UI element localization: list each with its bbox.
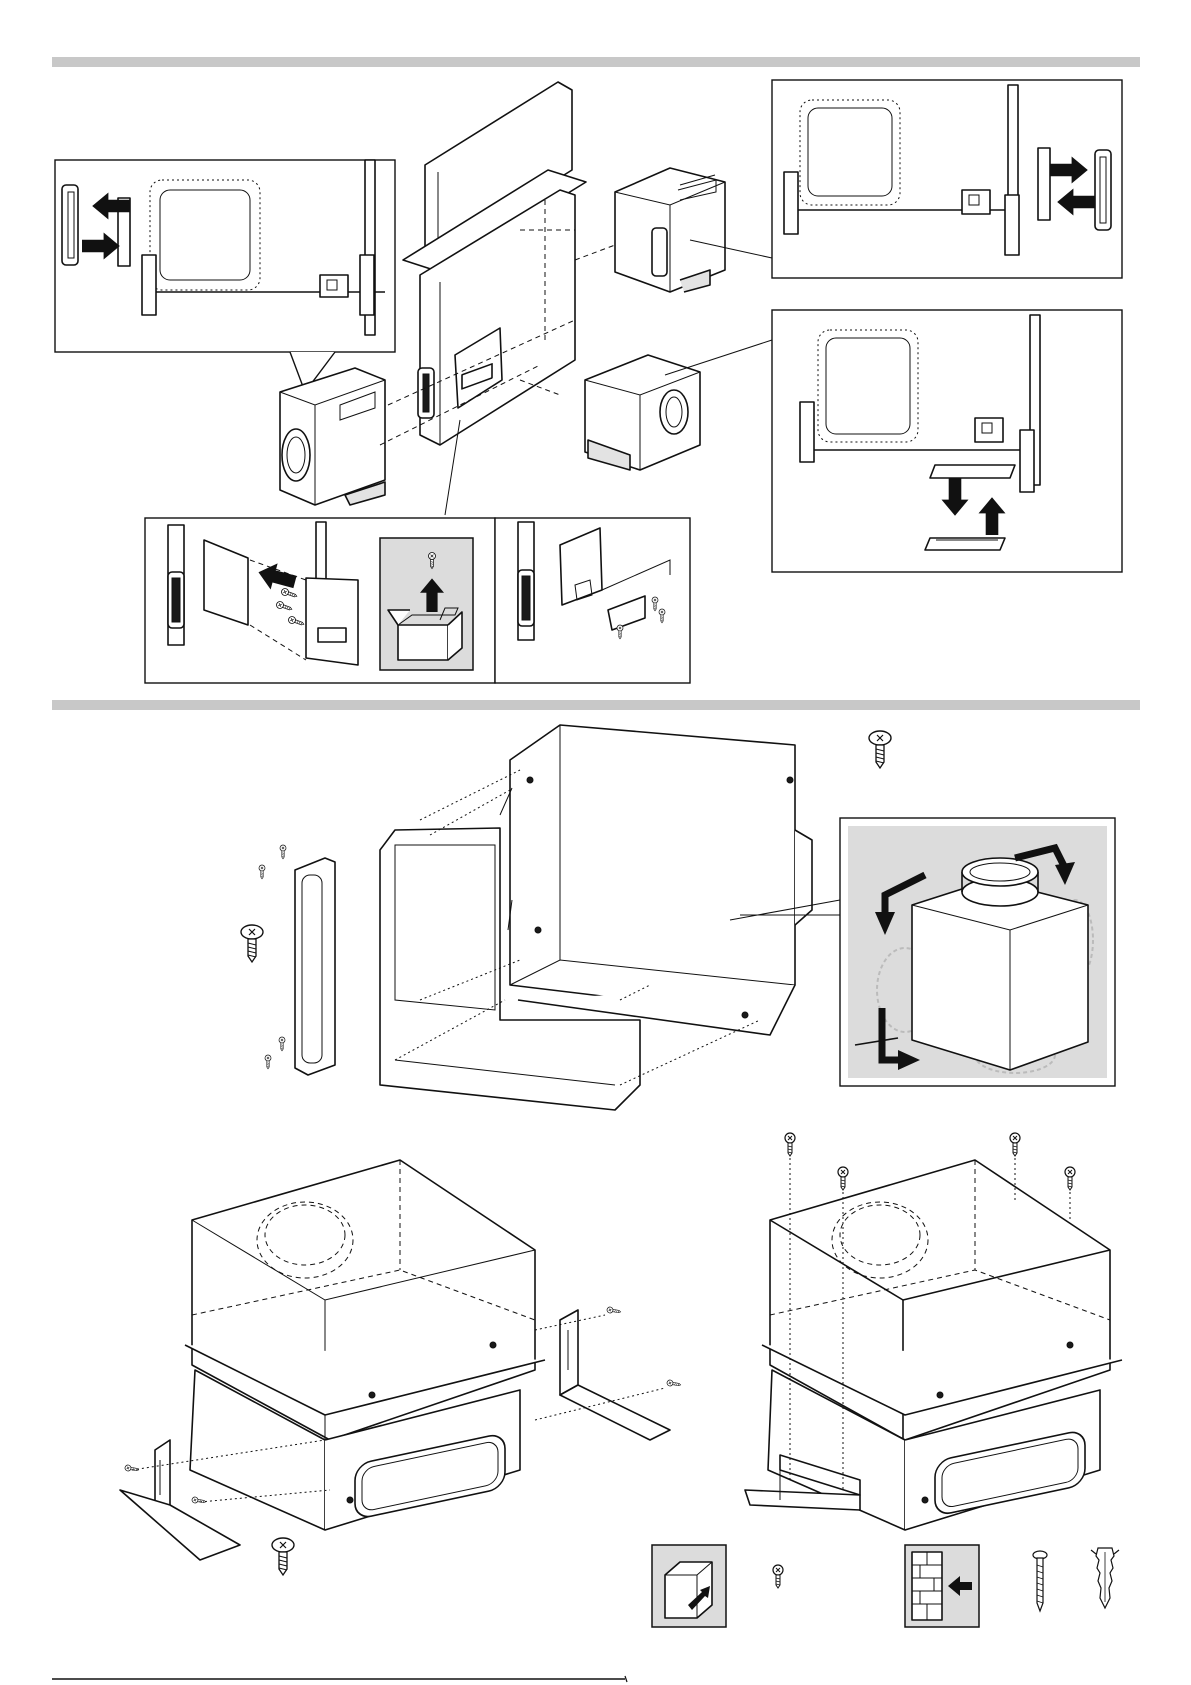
module-frame-exploded: [241, 725, 891, 1110]
module-feet-mounted: [745, 1133, 1122, 1530]
module-rotation-detail: [840, 818, 1115, 1086]
screw-icon: [241, 925, 263, 962]
screw-icon: [607, 1307, 622, 1315]
wood-screw-icon: [1033, 1551, 1047, 1611]
detail-bottom-right-cover-plate: [495, 518, 690, 683]
wall-plug-icon: [1091, 1548, 1119, 1608]
screw-icon: [838, 1167, 848, 1190]
screw-icon: [192, 1497, 207, 1505]
screw-icon: [773, 1565, 783, 1588]
detail-right-top-handle-swap: [772, 80, 1122, 278]
screw-icon: [272, 1538, 294, 1575]
wall-mount-icon: [905, 1545, 979, 1627]
screw-icon: [125, 1465, 140, 1473]
detail-bottom-left-cover-mount: [145, 518, 495, 683]
detail-left-handle-swap: [55, 160, 395, 392]
screw-icon: [265, 1055, 271, 1069]
screw-icon: [667, 1380, 682, 1388]
screw-icon: [1010, 1133, 1020, 1156]
cabinet-install-icon: [652, 1545, 726, 1627]
screw-icon: [280, 845, 286, 859]
screw-icon: [259, 865, 265, 879]
screw-icon: [785, 1133, 795, 1156]
module-feet-exploded: [120, 1160, 681, 1575]
screw-icon: [1065, 1167, 1075, 1190]
screw-icon: [279, 1037, 285, 1051]
detail-right-bottom-inlet-swap: [772, 310, 1122, 572]
screw-icon: [869, 731, 891, 768]
